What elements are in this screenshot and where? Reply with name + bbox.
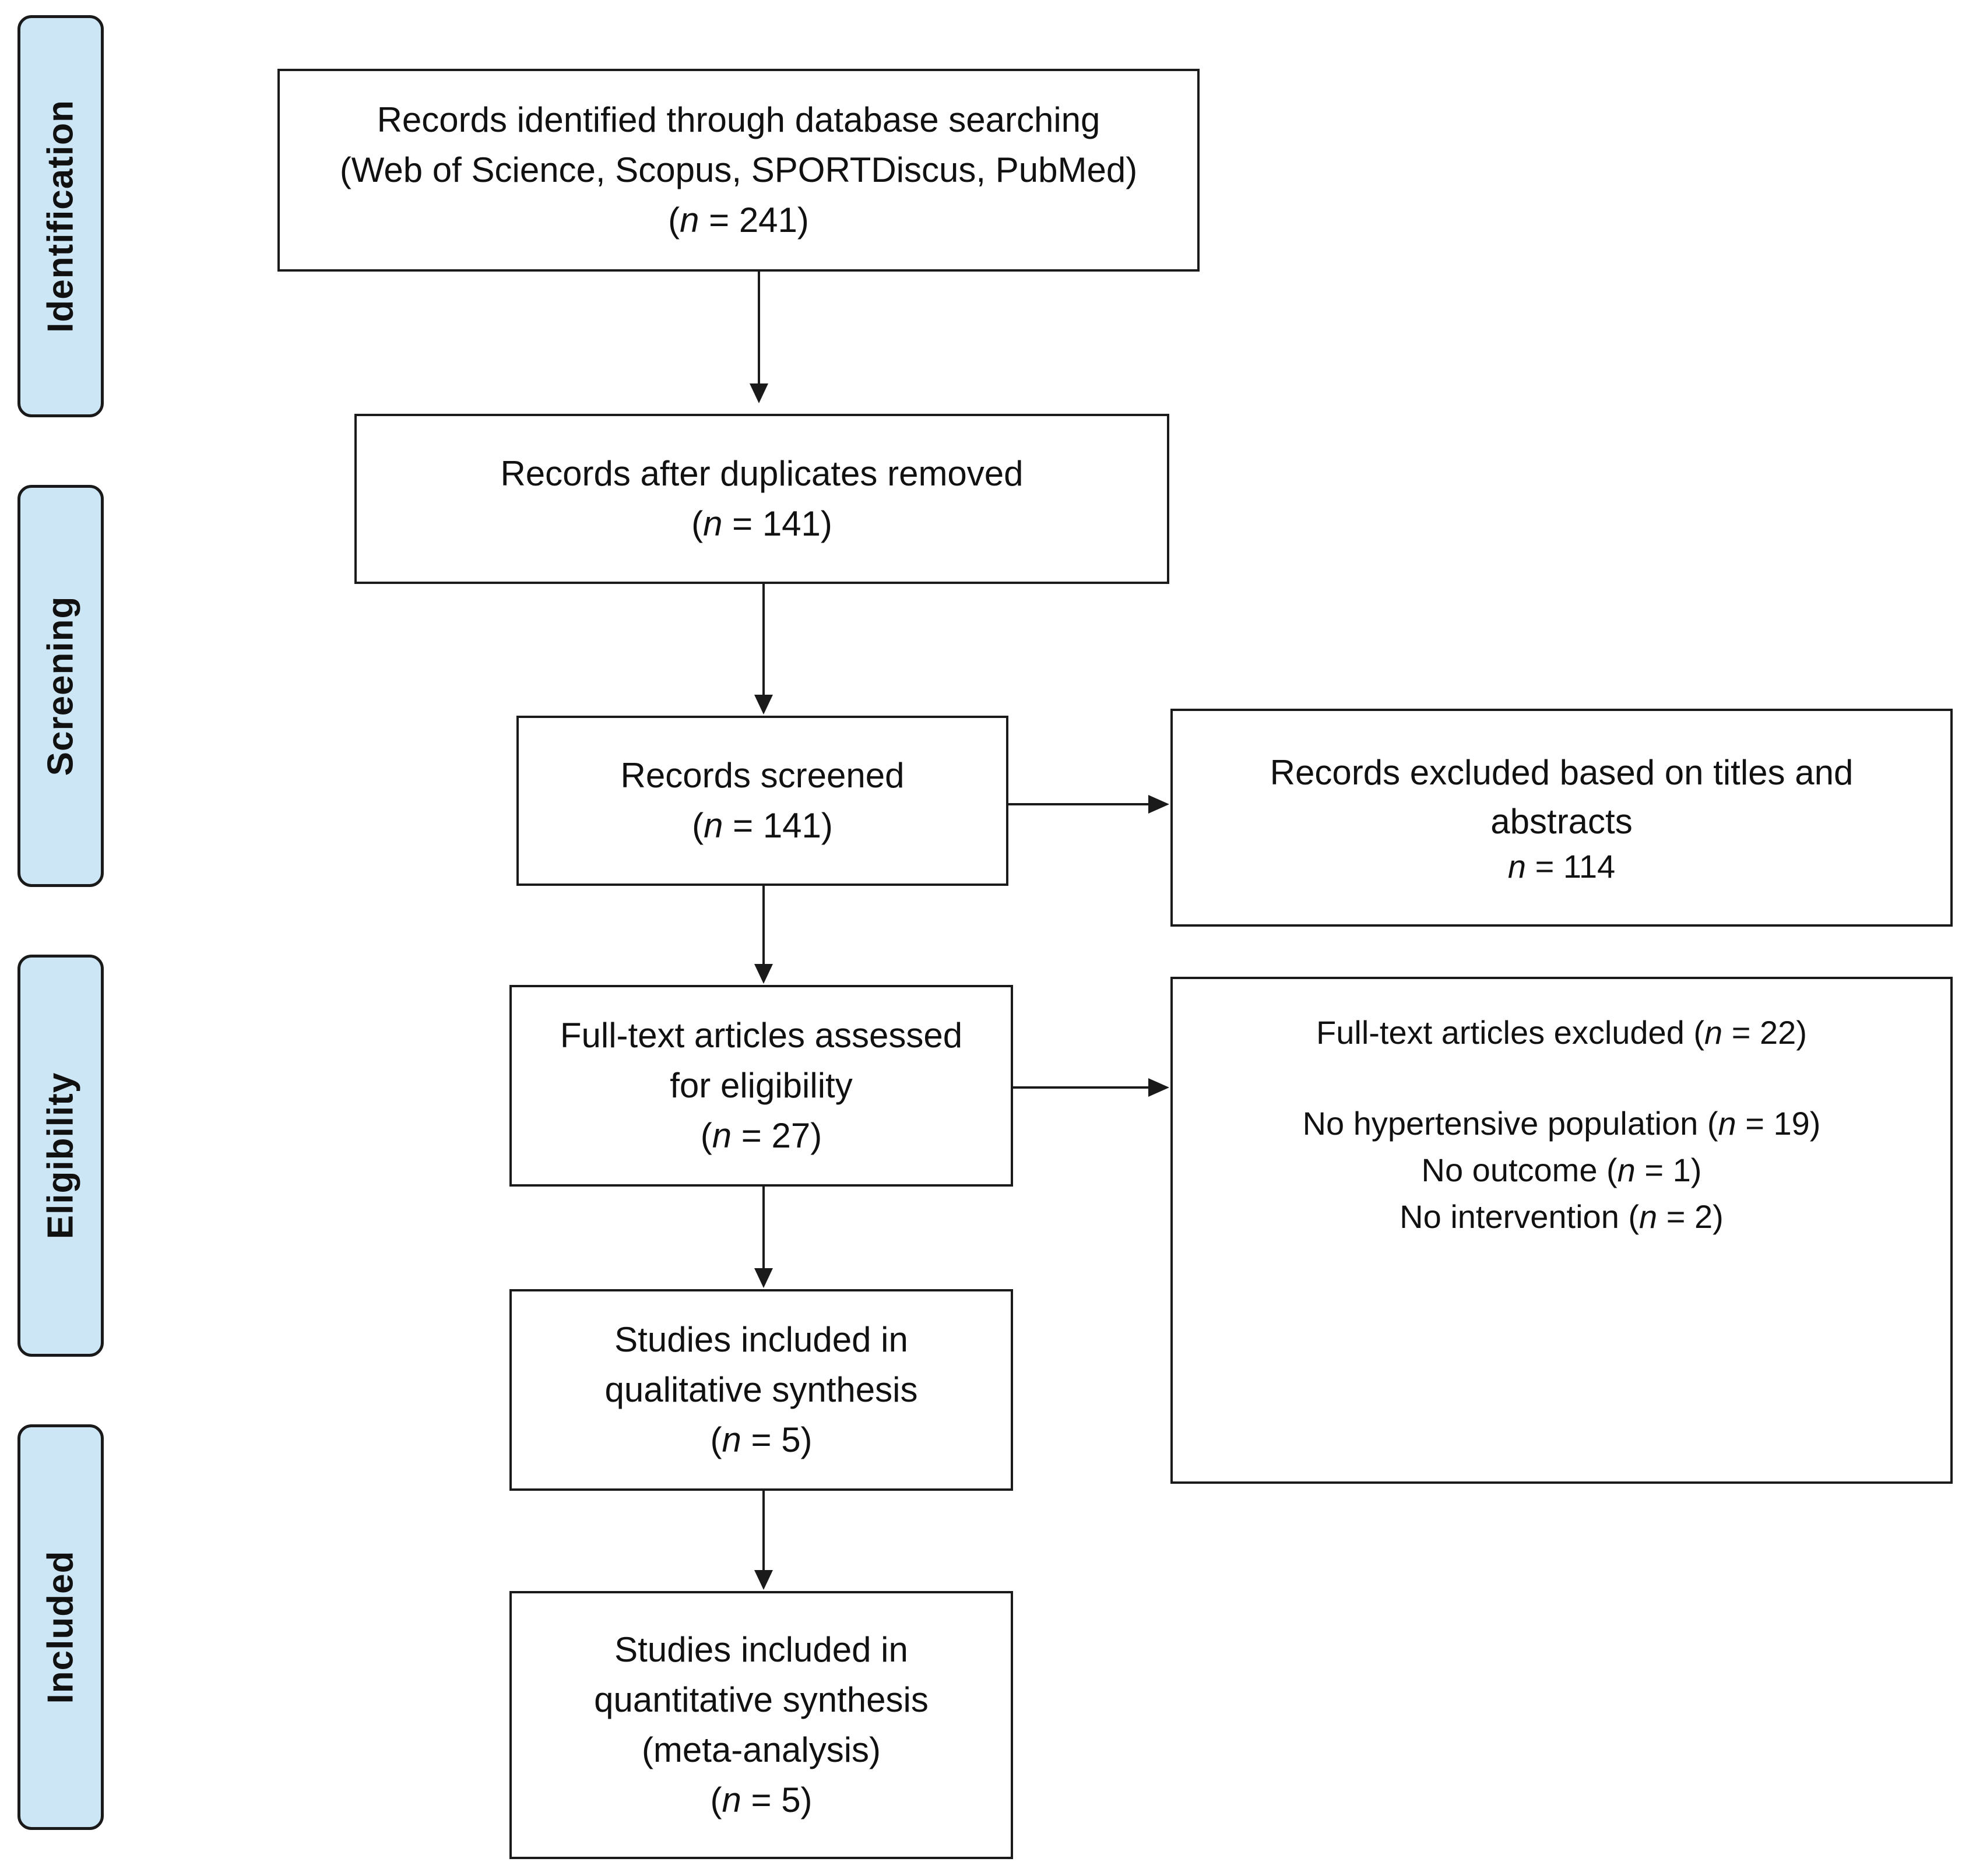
excluded-titles-count: n = 114 xyxy=(1507,848,1616,885)
screened-count: (n = 141) xyxy=(692,806,833,845)
box-qualitative-synthesis: Studies included in qualitative synthesi… xyxy=(509,1289,1013,1491)
duplicates-line-1: Records after duplicates removed xyxy=(500,454,1024,493)
identified-line-1: Records identified through database sear… xyxy=(377,100,1100,139)
screened-line-1: Records screened xyxy=(620,756,905,795)
arrow-screened-to-fulltext xyxy=(754,885,773,984)
fulltext-line-2: for eligibility xyxy=(670,1066,853,1105)
excluded-titles-line-2: abstracts xyxy=(1490,802,1633,841)
arrow-qualitative-to-quantitative xyxy=(754,1491,773,1590)
quantitative-line-2: quantitative synthesis xyxy=(594,1680,929,1719)
qualitative-count: (n = 5) xyxy=(710,1420,813,1459)
stage-included: Included xyxy=(17,1424,104,1830)
box-excluded-titles-abstracts: Records excluded based on titles and abs… xyxy=(1170,709,1953,927)
identified-count: (n = 241) xyxy=(668,200,809,240)
arrow-identified-to-duplicates xyxy=(750,272,768,403)
arrow-duplicates-to-screened xyxy=(754,584,773,715)
reason-no-hypertensive-population: No hypertensive population (n = 19) xyxy=(1302,1105,1821,1142)
stage-identification: Identification xyxy=(17,15,104,417)
qualitative-line-1: Studies included in xyxy=(614,1320,908,1359)
reason-no-intervention: No intervention (n = 2) xyxy=(1400,1198,1724,1235)
duplicates-count: (n = 141) xyxy=(691,504,832,543)
arrow-fulltext-to-qualitative xyxy=(754,1187,773,1288)
arrow-screened-to-excluded xyxy=(1008,795,1169,814)
identified-line-2: (Web of Science, Scopus, SPORTDiscus, Pu… xyxy=(339,150,1138,189)
quantitative-count: (n = 5) xyxy=(710,1780,813,1819)
stage-eligibility: Eligibility xyxy=(17,955,104,1357)
excluded-titles-line-1: Records excluded based on titles and xyxy=(1270,753,1854,792)
fulltext-excluded-heading: Full-text articles excluded (n = 22) xyxy=(1316,1014,1807,1051)
box-fulltext-assessed: Full-text articles assessed for eligibil… xyxy=(509,985,1013,1187)
fulltext-line-1: Full-text articles assessed xyxy=(560,1016,963,1055)
fulltext-count: (n = 27) xyxy=(700,1116,822,1155)
box-quantitative-synthesis: Studies included in quantitative synthes… xyxy=(509,1591,1013,1859)
box-after-duplicates: Records after duplicates removed (n = 14… xyxy=(354,414,1169,584)
box-records-identified: Records identified through database sear… xyxy=(277,69,1200,272)
quantitative-line-1: Studies included in xyxy=(614,1630,908,1669)
stage-screening: Screening xyxy=(17,485,104,887)
qualitative-line-2: qualitative synthesis xyxy=(604,1370,918,1409)
box-records-screened: Records screened (n = 141) xyxy=(516,716,1008,886)
box-fulltext-excluded: Full-text articles excluded (n = 22) No … xyxy=(1170,977,1953,1484)
reason-no-outcome: No outcome (n = 1) xyxy=(1421,1152,1702,1188)
arrow-fulltext-to-excluded xyxy=(1013,1078,1169,1097)
quantitative-line-3: (meta-analysis) xyxy=(641,1730,881,1769)
